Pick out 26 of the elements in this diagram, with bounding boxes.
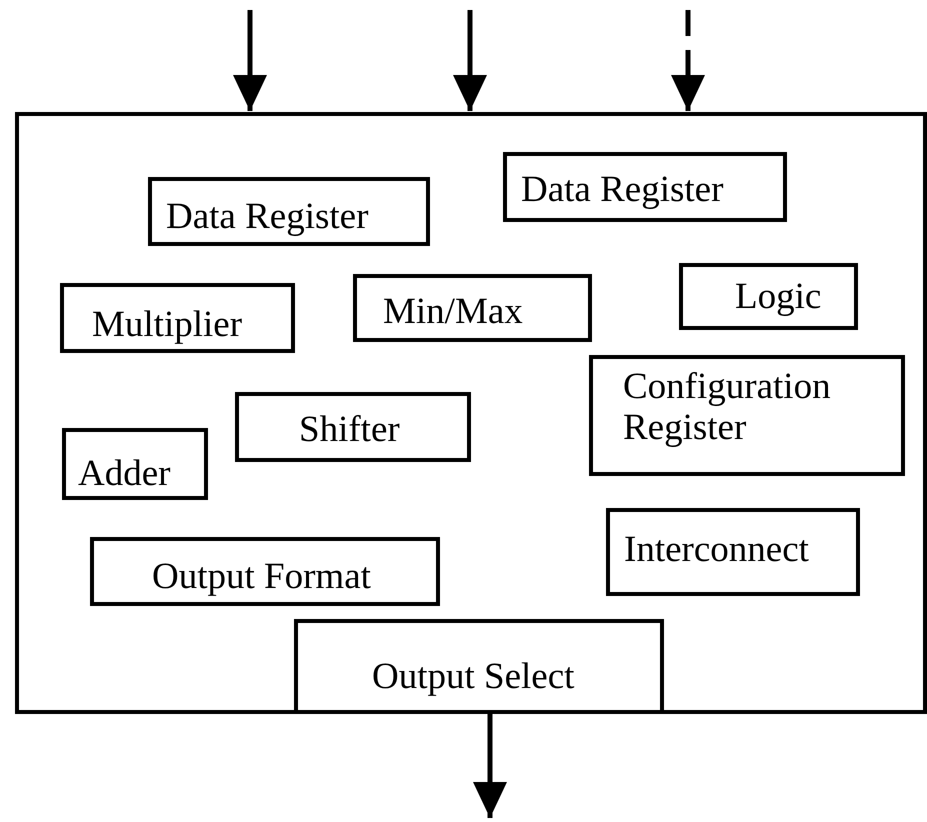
component-box bbox=[62, 428, 208, 500]
component-label: Data Register bbox=[166, 197, 370, 238]
component-box bbox=[235, 392, 471, 462]
component-label: Min/Max bbox=[383, 292, 524, 333]
component-label: Multiplier bbox=[92, 305, 244, 346]
component-box bbox=[60, 283, 295, 353]
component-box bbox=[353, 274, 592, 342]
component-box bbox=[589, 355, 905, 476]
component-box bbox=[148, 177, 430, 246]
component-label: Shifter bbox=[299, 410, 401, 451]
arrow bbox=[473, 714, 507, 818]
component-label: Interconnect bbox=[624, 530, 810, 571]
component-box bbox=[606, 508, 860, 596]
component-label: Adder bbox=[78, 454, 172, 495]
component-label: Logic bbox=[735, 277, 822, 318]
component-box bbox=[503, 152, 787, 222]
arrow bbox=[233, 10, 267, 111]
component-label: Output Select bbox=[372, 657, 576, 698]
component-box bbox=[90, 537, 440, 606]
arrow bbox=[671, 10, 705, 111]
component-box bbox=[679, 263, 858, 330]
arrow bbox=[453, 10, 487, 111]
component-label: Configuration Register bbox=[623, 367, 832, 448]
component-label: Output Format bbox=[152, 557, 372, 598]
module-box bbox=[15, 112, 927, 714]
component-label: Data Register bbox=[521, 170, 724, 211]
